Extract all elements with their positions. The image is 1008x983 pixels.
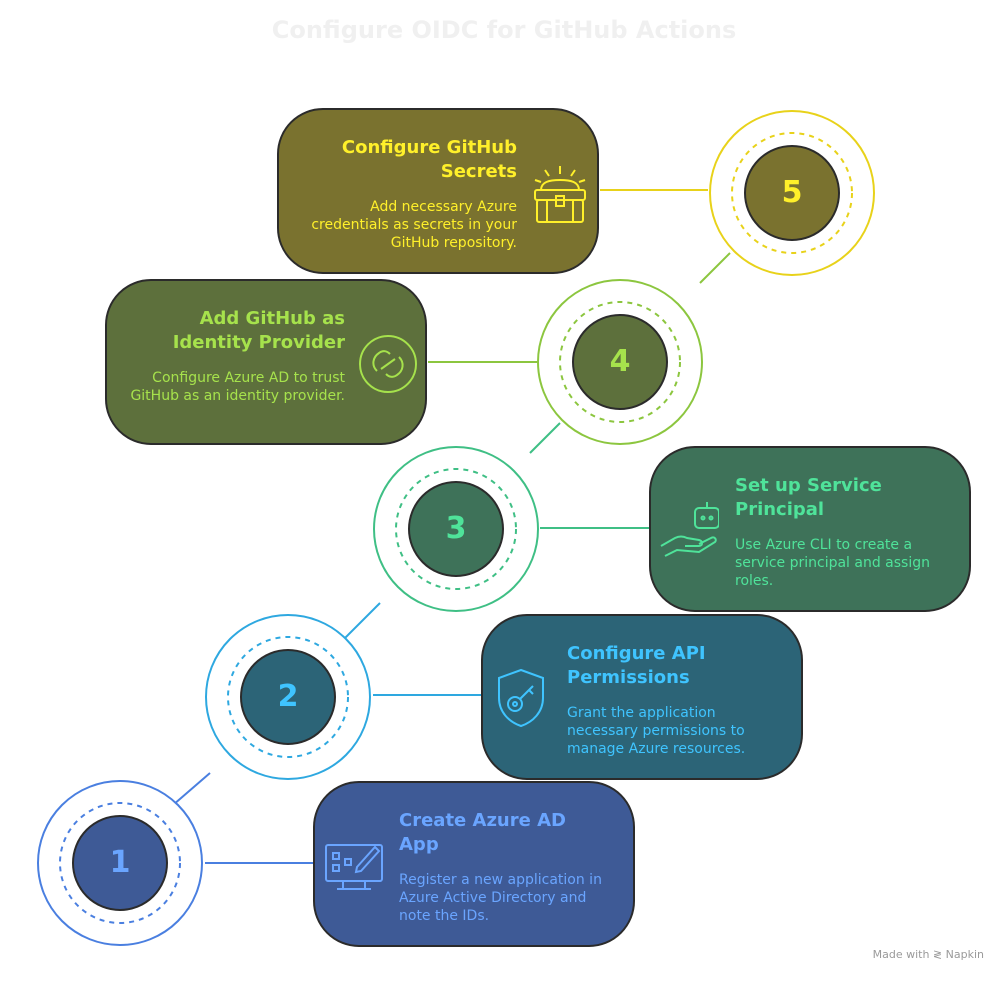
connector-3-4: [529, 422, 561, 454]
step-5-node: [709, 110, 875, 276]
robot-hand-icon: [660, 502, 719, 557]
napkin-watermark[interactable]: Made with ≷ Napkin: [872, 948, 984, 961]
step-5-title: Configure GitHub Secrets: [341, 137, 517, 182]
step-3-node: [373, 446, 539, 612]
step-3-description: Use Azure CLI to create a service princi…: [735, 537, 931, 589]
diagram-title: Configure OIDC for GitHub Actions: [271, 16, 737, 44]
step-3-number: 3: [445, 511, 467, 546]
step-1-card: Create Azure AD App Register a new appli…: [313, 781, 635, 947]
step-3-title: Set up Service Principal: [735, 475, 882, 520]
step-4-node: [537, 279, 703, 445]
step-1-description: Register a new application in Azure Acti…: [399, 872, 602, 924]
step-5-description: Add necessary Azure credentials as secre…: [311, 199, 517, 251]
step-2-card: Configure API Permissions Grant the appl…: [481, 614, 803, 780]
step-4-number: 4: [609, 344, 631, 379]
step-1-number: 1: [109, 845, 131, 880]
step-5-number: 5: [781, 175, 803, 210]
step-1-title: Create Azure AD App: [399, 810, 566, 855]
step-1-node: [37, 780, 203, 946]
step-2-number: 2: [277, 679, 299, 714]
step-2-node: [205, 614, 371, 780]
step-5-card: Configure GitHub Secrets Add necessary A…: [277, 108, 599, 274]
step-4-description: Configure Azure AD to trust GitHub as an…: [130, 370, 345, 404]
step-4-title: Add GitHub as Identity Provider: [172, 308, 345, 353]
app-edit-icon: [325, 844, 383, 890]
connector-1-2: [172, 772, 211, 806]
step-4-card: Add GitHub as Identity Provider Configur…: [105, 279, 427, 445]
connector-2-3: [344, 602, 381, 639]
link-icon: [359, 335, 417, 393]
shield-key-icon: [498, 668, 544, 728]
step-3-card: Set up Service Principal Use Azure CLI t…: [649, 446, 971, 612]
step-2-description: Grant the application necessary permissi…: [567, 705, 746, 757]
treasure-chest-icon: [534, 166, 586, 223]
step-2-title: Configure API Permissions: [567, 643, 706, 688]
connector-4-5: [699, 252, 731, 284]
